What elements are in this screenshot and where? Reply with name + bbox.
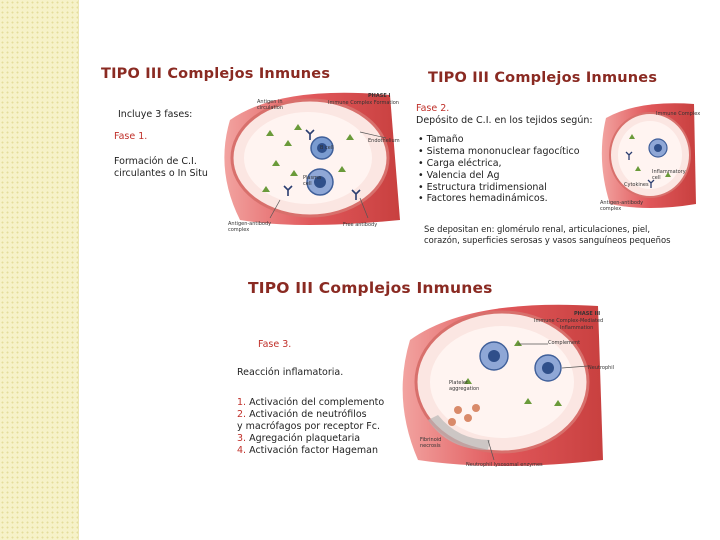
panel2-title: TIPO III Complejos Inmunes xyxy=(428,70,658,86)
panel1-phase: Fase 1. xyxy=(114,131,148,142)
list-item: 4. Activación factor Hageman xyxy=(237,444,378,456)
panel3-phase: Fase 3. xyxy=(258,339,292,350)
phase3-tag: PHASE III xyxy=(574,311,601,317)
label-neutrophil: Neutrophil xyxy=(588,365,615,371)
panel2-deposit-2: corazón, superficies serosas y vasos san… xyxy=(424,235,671,245)
factor-item: Tamaño xyxy=(418,134,580,146)
panel3-heading: Reacción inflamatoria. xyxy=(237,367,344,378)
panel2-desc: Depósito de C.I. en los tejidos según: xyxy=(416,115,593,126)
label-platelet-2: aggregation xyxy=(449,386,480,392)
factor-item: Sistema mononuclear fagocítico xyxy=(418,146,580,158)
panel1-desc-2: circulantes o In Situ xyxy=(114,168,208,179)
vessel-illustration-phase1 xyxy=(224,92,400,226)
vessel-illustration-phase3 xyxy=(402,304,603,466)
phase3-name-2: Inflammation xyxy=(560,325,594,331)
panel1-intro: Incluye 3 fases: xyxy=(118,109,193,120)
label-enzymes: Neutrophil lysosomal enzymes xyxy=(466,462,543,468)
vessel-illustration-phase2 xyxy=(601,103,696,208)
phase1-name: Immune Complex Formation xyxy=(328,100,399,106)
phase1-tag: PHASE I xyxy=(368,93,391,99)
label-platelet-1: Platelet xyxy=(449,380,468,386)
list-item: 3. Agregación plaquetaria xyxy=(237,432,361,444)
label-endothelium: Endothelium xyxy=(368,138,400,144)
label-ag-ab-2: Antigen-antibody complex xyxy=(600,200,644,212)
decorative-side-strip xyxy=(0,0,79,540)
panel1-title: TIPO III Complejos Inmunes xyxy=(101,66,331,82)
phase3-name-1: Immune Complex-Mediated xyxy=(534,318,604,324)
label-cytokines: Cytokines xyxy=(624,182,649,188)
panel1-desc-1: Formación de C.I. xyxy=(114,156,197,167)
factor-item: Factores hemadinámicos. xyxy=(418,193,580,205)
panel2-deposit-1: Se depositan en: glomérulo renal, articu… xyxy=(424,224,651,234)
factor-item: Estructura tridimensional xyxy=(418,182,580,194)
panel2-phase: Fase 2. xyxy=(416,103,450,114)
list-item: 2. Activación de neutrófilos xyxy=(237,408,367,420)
panel3-title: TIPO III Complejos Inmunes xyxy=(248,279,493,297)
panel2-factors-list: Tamaño Sistema mononuclear fagocítico Ca… xyxy=(418,134,580,205)
phase2-name: Immune Complex xyxy=(656,111,701,117)
label-plasma: Plasma cell xyxy=(303,175,322,187)
panel3-list: 1. Activación del complemento 2. Activac… xyxy=(237,397,384,456)
list-item: y macrófagos por receptor Fc. xyxy=(237,420,381,432)
label-antigen: Antigen in circulation xyxy=(257,99,284,111)
list-item: 1. Activación del complemento xyxy=(237,397,385,408)
label-fibrinoid-2: necrosis xyxy=(420,443,441,449)
label-bcell: B cell xyxy=(320,145,334,151)
factor-item: Carga eléctrica, xyxy=(418,158,580,170)
label-fibrinoid-1: Fibrinoid xyxy=(420,437,442,443)
factor-item: Valencia del Ag xyxy=(418,170,580,182)
label-ag-ab: Antigen-antibody complex xyxy=(228,221,272,233)
label-complement: Complement xyxy=(548,340,581,346)
label-inflammatory: Inflammatory cell xyxy=(652,169,686,181)
label-free-ab: Free antibody xyxy=(343,222,378,228)
